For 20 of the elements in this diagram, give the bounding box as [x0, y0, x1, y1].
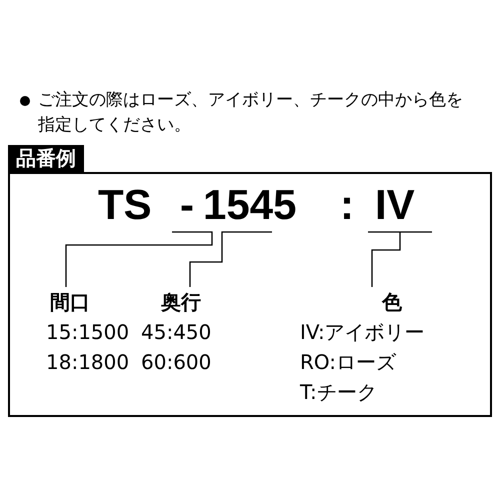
- code-value: 60:600: [141, 349, 212, 376]
- size-code: 1545: [203, 182, 296, 228]
- order-note: ご注文の際はローズ、アイボリー、チークの中から色を指定してください。: [38, 89, 464, 137]
- code-value: IV:アイボリー: [300, 319, 426, 346]
- code-value: 15:1500: [46, 319, 130, 346]
- column-heading: 奥行: [160, 289, 202, 316]
- leader-line: [367, 231, 432, 287]
- leader-line: [65, 231, 213, 287]
- code-value: T:チーク: [300, 379, 378, 406]
- code-value: 45:450: [141, 319, 212, 346]
- leader-line: [189, 231, 272, 287]
- column-heading: 色: [380, 289, 403, 316]
- separator-dash: -: [180, 182, 194, 228]
- code-value: RO:ローズ: [300, 349, 398, 376]
- separator-colon: :: [340, 182, 354, 228]
- section-heading: 品番例: [8, 145, 84, 172]
- column-heading: 間口: [49, 289, 91, 316]
- series-code: TS: [98, 182, 152, 228]
- color-code: IV: [375, 182, 415, 228]
- code-value: 18:1800: [46, 349, 130, 376]
